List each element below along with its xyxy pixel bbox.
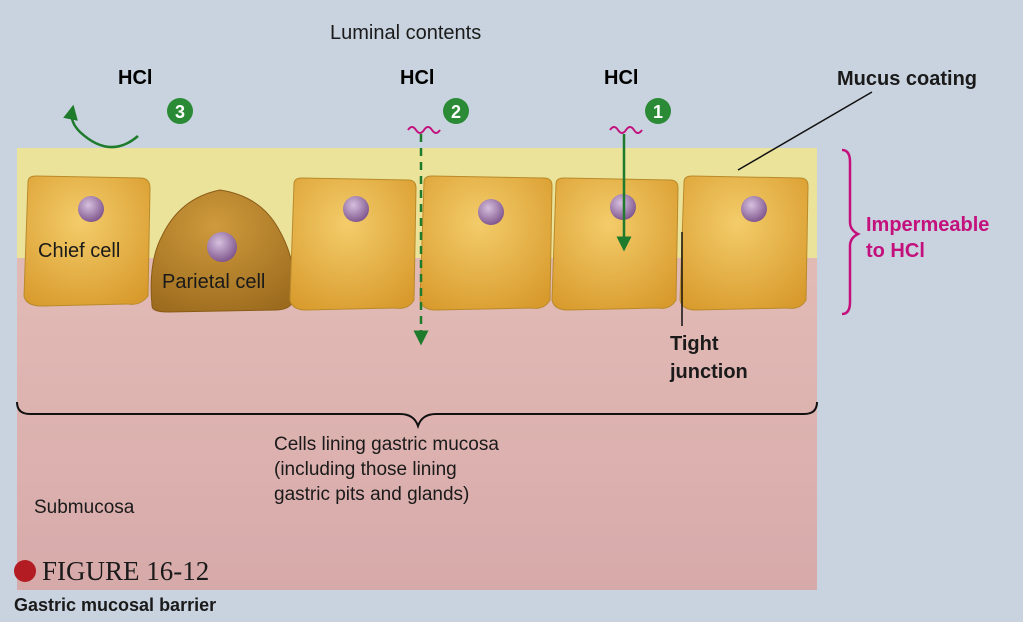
tight-line-1: Tight <box>670 333 719 355</box>
epithelial-cells <box>23 175 809 313</box>
chief-cell-label: Chief cell <box>38 240 121 262</box>
luminal-contents-label: Luminal contents <box>330 22 482 44</box>
cell-6 <box>679 175 809 311</box>
cell-5 <box>551 177 679 311</box>
cell-chief <box>23 175 151 307</box>
badge-2: 2 <box>443 98 469 124</box>
lining-line-2: (including those lining <box>274 459 457 480</box>
nucleus <box>207 232 237 262</box>
badge-3-number: 3 <box>175 102 185 122</box>
nucleus <box>478 199 504 225</box>
tight-junction-label: Tight junction <box>670 330 748 386</box>
badge-1-number: 1 <box>653 102 663 122</box>
lining-brace <box>16 401 818 430</box>
figure-dot-icon <box>14 560 36 582</box>
nucleus <box>343 196 369 222</box>
pathway-2-squiggle <box>407 126 441 134</box>
hcl-label-1: HCl <box>604 67 638 89</box>
pathway-1-squiggle <box>609 126 643 134</box>
hcl-label-2: HCl <box>400 67 434 89</box>
badge-3: 3 <box>167 98 193 124</box>
cell-4 <box>419 175 553 311</box>
impermeable-line-2: to HCl <box>866 240 925 262</box>
lining-line-3: gastric pits and glands) <box>274 484 470 505</box>
submucosa-label: Submucosa <box>34 497 135 518</box>
impermeable-bracket <box>841 148 861 316</box>
lining-line-1: Cells lining gastric mucosa <box>274 434 499 455</box>
nucleus <box>78 196 104 222</box>
parietal-cell-label: Parietal cell <box>162 271 266 293</box>
badge-2-number: 2 <box>451 102 461 122</box>
badge-1: 1 <box>645 98 671 124</box>
figure-caption: Gastric mucosal barrier <box>14 595 217 615</box>
hcl-label-3: HCl <box>118 67 152 89</box>
lining-cells-label: Cells lining gastric mucosa (including t… <box>274 432 499 507</box>
impermeable-line-1: Impermeable <box>866 214 990 236</box>
cell-3 <box>289 177 417 311</box>
mucus-coating-label: Mucus coating <box>837 68 978 90</box>
figure-number: FIGURE 16-12 <box>42 556 210 586</box>
mucus-leader-line <box>737 91 873 171</box>
nucleus <box>741 196 767 222</box>
tight-line-2: junction <box>670 361 748 383</box>
pathway-3-arrow <box>63 104 139 149</box>
impermeable-label: Impermeable to HCl <box>866 212 989 264</box>
figure-number-row: FIGURE 16-12 <box>14 556 209 587</box>
